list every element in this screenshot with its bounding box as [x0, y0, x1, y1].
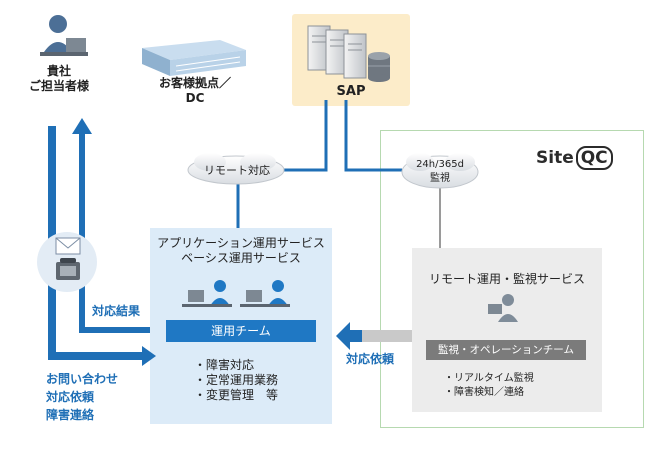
envelope-icon: [55, 237, 81, 255]
remote-service-items: ・リアルタイム監視 ・障害検知／連絡: [444, 372, 584, 400]
database-icon: [368, 52, 390, 82]
cloud-monitor-icon: [401, 153, 479, 189]
ops-team-label: 運用チーム: [166, 320, 316, 342]
phone-icon: [56, 258, 80, 280]
remote-monitoring-box: [412, 248, 602, 412]
contact-icon-group: [37, 232, 97, 292]
person-pc-icon: [40, 15, 88, 56]
inquiry-arrow: [48, 126, 156, 366]
request-arrow: [336, 322, 412, 350]
server-icon: [307, 25, 367, 79]
sap-label: SAP: [336, 84, 366, 99]
ops-item: ・変更管理 等: [194, 388, 279, 402]
operator-icon: [240, 280, 290, 307]
ops-item: ・障害対応: [194, 358, 255, 372]
ops-service-titles: アプリケーション運用サービス ベーシス運用サービス: [157, 236, 325, 265]
connector-sap-remote: [282, 100, 328, 172]
client-label: 貴社 ご担当者様: [28, 64, 89, 93]
remote-item: ・障害検知／連絡: [444, 387, 524, 398]
operator-icon: [182, 280, 232, 307]
ops-item: ・定常運用業務: [194, 373, 279, 387]
building-icon: [142, 40, 246, 76]
cloud-remote-icon: [187, 153, 285, 185]
monitor-team-label: 監視・オペレーションチーム: [426, 340, 586, 360]
result-label: 対応結果: [92, 304, 141, 318]
connector-sap-monitor: [344, 100, 402, 172]
request-label: 対応依頼: [346, 352, 395, 366]
inquiry-label: お問い合わせ 対応依頼 障害連絡: [46, 372, 119, 422]
customer-site-label: お客様拠点／ DC: [158, 76, 231, 105]
result-arrow: [72, 118, 150, 333]
remote-operator-icon: [488, 294, 518, 322]
cloud-monitor-label: 24h/365d 監視: [416, 159, 464, 184]
ops-service-items: ・障害対応 ・定常運用業務 ・変更管理 等: [194, 358, 324, 403]
remote-item: ・リアルタイム監視: [444, 373, 534, 384]
remote-service-title: リモート運用・監視サービス: [428, 272, 585, 286]
cloud-remote-label: リモート対応: [204, 164, 270, 177]
